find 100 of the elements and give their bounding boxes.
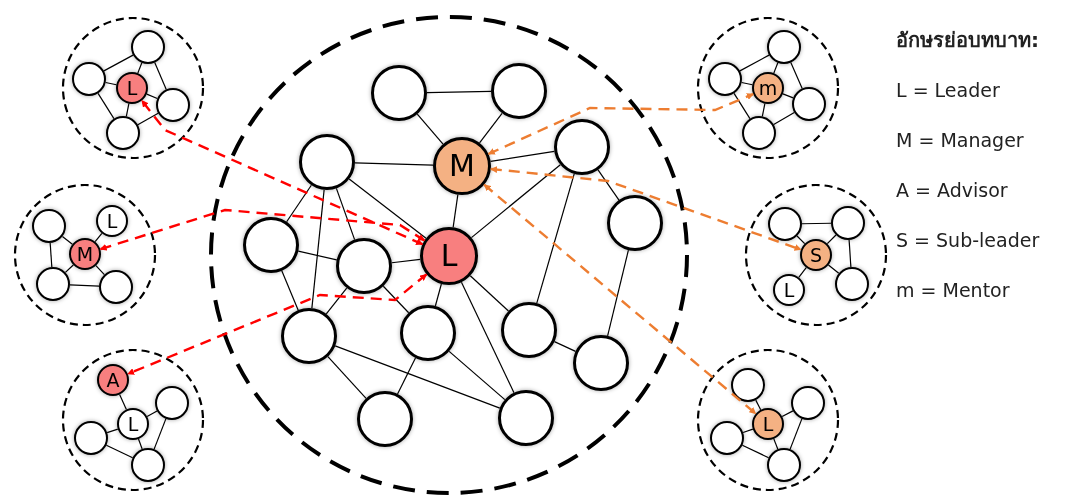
network-node-circle <box>357 391 413 447</box>
connector-line <box>536 173 575 304</box>
connector-line <box>311 189 325 309</box>
connector-line <box>106 428 119 434</box>
connector-line <box>334 345 501 409</box>
network-node-circle <box>835 267 869 301</box>
network-node-circle <box>97 364 129 396</box>
connector-line <box>61 235 73 245</box>
network-node-circle <box>69 238 101 270</box>
dashed-arrow <box>483 183 757 415</box>
connector-line <box>790 61 803 90</box>
network-node-circle <box>32 209 66 243</box>
connector-line <box>741 81 753 86</box>
connector-line <box>327 356 367 399</box>
connector-line <box>741 444 770 459</box>
connector-line <box>97 92 115 120</box>
network-node-circle <box>573 335 629 391</box>
connector-line <box>478 112 503 144</box>
network-node-circle <box>767 448 801 482</box>
network-node-circle <box>336 238 392 294</box>
connector-line <box>354 162 434 166</box>
connector-line <box>490 150 555 163</box>
network-node-circle <box>831 206 865 240</box>
network-node-circle <box>791 386 825 420</box>
connector-line <box>49 242 53 268</box>
network-node-circle <box>433 137 491 195</box>
connector-line <box>796 235 806 245</box>
role-letter: A <box>106 370 120 390</box>
connector-line <box>553 341 577 352</box>
connector-line <box>125 103 130 117</box>
dashed-cluster-circle <box>61 16 205 160</box>
network-node-circle <box>792 87 826 121</box>
dashed-arrow <box>490 166 802 251</box>
network-node-circle <box>74 421 108 455</box>
connector-line <box>789 418 803 450</box>
dashed-cluster-circle <box>209 15 689 495</box>
connector-line <box>607 249 629 337</box>
role-letter: L <box>783 280 795 300</box>
connector-line <box>434 283 442 307</box>
network-node-circle <box>299 134 355 190</box>
network-node-circle <box>498 390 554 446</box>
network-node-circle <box>752 72 784 104</box>
connector-line <box>297 250 338 261</box>
connector-line <box>94 232 103 243</box>
connector-line <box>146 410 158 417</box>
connector-line <box>154 62 167 90</box>
legend-entry: L = Leader <box>896 78 1001 103</box>
dashed-arrow <box>127 273 428 376</box>
connector-line <box>382 285 410 314</box>
dashed-cluster-circle <box>696 348 840 492</box>
connector-line <box>396 357 417 395</box>
dashed-arrow <box>99 208 426 251</box>
connector-line <box>105 81 117 86</box>
network-node-circle <box>96 205 128 237</box>
connector-line <box>827 264 840 274</box>
network-node-circle <box>420 227 478 285</box>
legend-entry: M = Manager <box>896 128 1025 153</box>
connector-line <box>801 222 832 225</box>
connector-line <box>452 194 459 228</box>
connector-line <box>325 287 348 315</box>
role-letter: L <box>440 241 458 271</box>
role-letter: m <box>758 78 778 98</box>
dashed-cluster-circle <box>696 16 840 160</box>
connector-line <box>773 62 779 74</box>
network-node-circle <box>554 119 610 175</box>
connector-line <box>103 54 134 72</box>
connector-line <box>755 399 762 411</box>
network-node-circle <box>243 217 299 273</box>
role-letter: M <box>449 151 475 181</box>
network-node-circle <box>36 267 70 301</box>
role-letter: L <box>106 211 118 231</box>
connector-line <box>137 112 159 126</box>
connector-line <box>335 187 356 241</box>
network-node-circle <box>131 448 165 482</box>
network-node-circle <box>752 408 784 440</box>
dashed-cluster-circle <box>13 183 157 327</box>
network-node-circle <box>155 386 189 420</box>
network-node-circle <box>106 116 140 150</box>
dashed-cluster-circle <box>744 183 888 327</box>
connector-line <box>286 184 312 223</box>
connector-line <box>742 428 754 434</box>
connector-line <box>391 258 421 264</box>
network-node-circle <box>768 207 802 241</box>
connector-line <box>782 93 794 99</box>
network-node-circle <box>156 88 190 122</box>
network-node-circle <box>116 72 148 104</box>
network-node-circle <box>131 30 165 64</box>
connector-line <box>281 270 299 311</box>
role-letter: S <box>809 245 823 265</box>
network-node-circle <box>773 274 805 306</box>
connector-line <box>848 239 852 268</box>
dashed-arrow <box>140 99 424 246</box>
network-node-circle <box>400 305 456 361</box>
connector-line <box>416 113 444 145</box>
network-node-circle <box>117 408 149 440</box>
connector-line <box>798 267 807 278</box>
connector-line <box>119 393 127 411</box>
connector-line <box>733 92 751 120</box>
network-node-circle <box>731 368 765 402</box>
legend-entry: m = Mentor <box>896 278 1011 303</box>
